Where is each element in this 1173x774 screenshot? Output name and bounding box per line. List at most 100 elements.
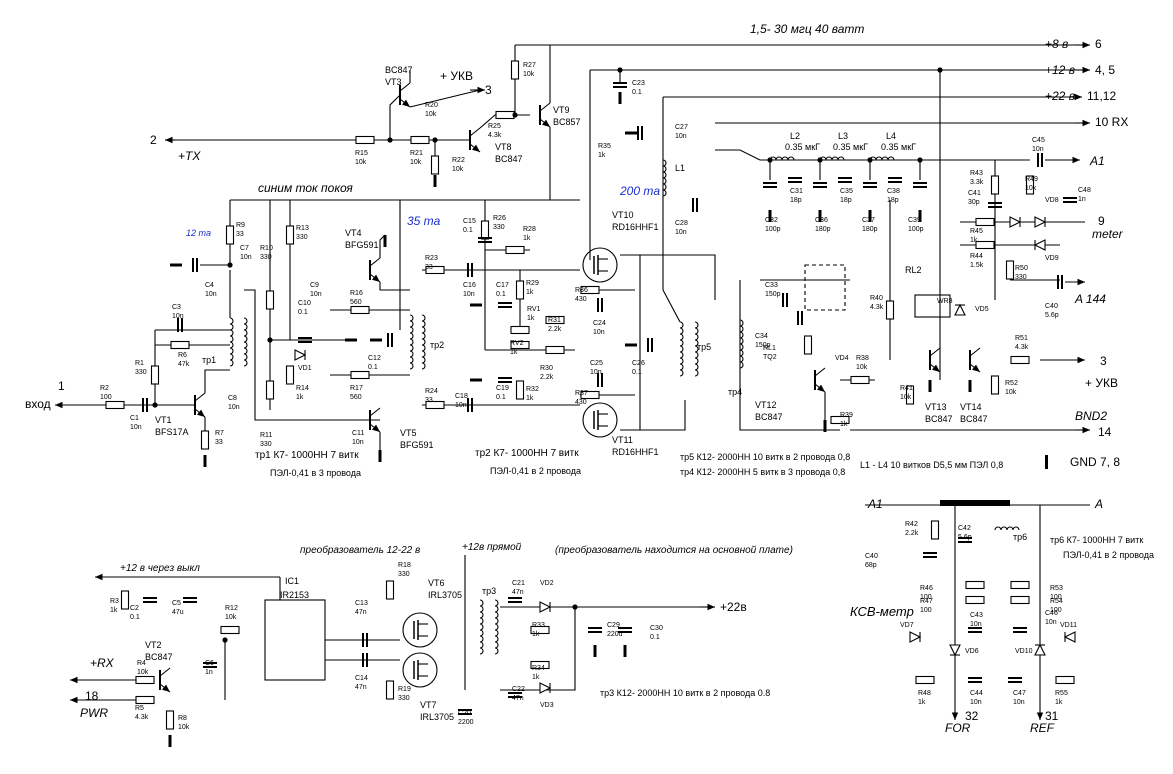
r43 xyxy=(990,175,1000,195)
c3-value: 10n xyxy=(172,313,184,320)
c3-designator: C3 xyxy=(172,304,181,311)
vd1 xyxy=(294,349,307,361)
r49 xyxy=(1025,175,1035,195)
rv2-value: 1k xyxy=(510,349,518,356)
c1-value: 10n xyxy=(130,424,142,431)
ground-symbol xyxy=(823,420,827,432)
c23-value: 0.1 xyxy=(632,89,642,96)
tr6-coil xyxy=(994,526,1020,531)
terminal-label-8v: +8 в xyxy=(1045,37,1069,51)
c41-designator: C41 xyxy=(968,190,981,197)
c36-value: 180p xyxy=(815,226,831,233)
vt14-symbol xyxy=(969,347,981,373)
current-vt45: 35 ma xyxy=(407,214,441,228)
vd10-designator: VD10 xyxy=(1015,648,1033,655)
r45-designator: R45 xyxy=(970,228,983,235)
terminal-label-12v: +12 в xyxy=(1045,63,1075,77)
c46-value: 10n xyxy=(1045,619,1057,626)
r40 xyxy=(885,300,895,320)
r27-value: 10k xyxy=(523,71,535,78)
r28-value: 1k xyxy=(523,235,531,242)
r54 xyxy=(1010,595,1030,605)
vt3-label-1: VT3 xyxy=(385,77,402,87)
c16-designator: C16 xyxy=(463,282,476,289)
c35-value: 18p xyxy=(840,197,852,204)
ground-symbol xyxy=(593,645,597,657)
c17-value: 0.1 xyxy=(496,291,506,298)
r47-designator: R47 xyxy=(920,598,933,605)
c24 xyxy=(597,298,603,312)
r48-value: 1k xyxy=(918,699,926,706)
r50-value: 330 xyxy=(1015,274,1027,281)
c18-designator: C18 xyxy=(455,393,468,400)
vt6-symbol xyxy=(402,612,438,648)
c40b-designator: C40 xyxy=(1045,303,1058,310)
r13-value: 330 xyxy=(296,234,308,241)
r26-value: 330 xyxy=(493,224,505,231)
vt13-symbol xyxy=(929,347,941,373)
junction-dot xyxy=(387,137,393,143)
vt4-label-1: BFG591 xyxy=(345,240,379,250)
c43-value: 10n xyxy=(970,621,982,628)
vt11-drain xyxy=(620,400,686,431)
relay-frame xyxy=(804,264,846,311)
terminal-pin-1112: 11,12 xyxy=(1087,89,1117,103)
c41-value: 30p xyxy=(968,199,980,206)
c12 xyxy=(387,333,393,347)
vt12-label-0: VT12 xyxy=(755,400,777,410)
junction-dot xyxy=(767,157,773,163)
l3-value: 0.35 мкГ xyxy=(833,142,869,152)
tr6-designator: тр6 xyxy=(1013,532,1028,542)
c10-value: 0.1 xyxy=(298,309,308,316)
vt7-label-0: VT7 xyxy=(420,700,437,710)
r29-designator: R29 xyxy=(526,280,539,287)
c42-designator: C42 xyxy=(958,525,971,532)
l4-designator: L4 xyxy=(886,131,897,141)
tr2-designator: тр2 xyxy=(430,340,445,350)
tr3-primary xyxy=(479,599,484,655)
r42 xyxy=(930,520,940,540)
r8 xyxy=(165,710,175,730)
vt2-label-1: BC847 xyxy=(145,652,173,662)
c15-value: 0.1 xyxy=(463,227,473,234)
terminal-pin-2: 2 xyxy=(150,133,157,147)
r52 xyxy=(990,375,1000,395)
r53-designator: R53 xyxy=(1050,585,1063,592)
c17-designator: C17 xyxy=(496,282,509,289)
ground-symbol xyxy=(470,378,482,382)
c25 xyxy=(597,373,603,387)
r31-value: 2.2k xyxy=(548,326,562,333)
note-l: L1 - L4 10 витков D5,5 мм ПЭЛ 0,8 xyxy=(860,460,1004,470)
c44-designator: C44 xyxy=(970,690,983,697)
tr4-path xyxy=(739,280,840,431)
r47 xyxy=(965,595,985,605)
note-direct: +12в прямой xyxy=(462,542,522,553)
rv2 xyxy=(510,340,530,350)
r3-designator: R3 xyxy=(110,598,119,605)
r6-designator: R6 xyxy=(178,352,187,359)
r8-designator: R8 xyxy=(178,715,187,722)
r7 xyxy=(200,430,210,450)
c27 xyxy=(637,126,643,140)
rect-loop xyxy=(500,606,576,691)
vt3-base xyxy=(389,94,401,140)
r15-value: 10k xyxy=(355,159,367,166)
c22-value: 47n xyxy=(512,695,524,702)
vt5-symbol xyxy=(369,407,381,433)
vd3-designator: VD3 xyxy=(540,702,554,709)
vt1-label-0: VT1 xyxy=(155,415,172,425)
vt1-label-1: BFS17A xyxy=(155,427,189,437)
r46 xyxy=(965,580,985,590)
vd5-sym xyxy=(954,303,966,316)
c13-value: 47n xyxy=(355,609,367,616)
r17 xyxy=(350,370,370,380)
c7-designator: C7 xyxy=(240,245,249,252)
c29-value: 220u xyxy=(607,631,623,638)
tr5-secondary xyxy=(694,321,699,377)
r39-value: 1k xyxy=(840,421,848,428)
tr5-designator: тр5 xyxy=(697,342,712,352)
r16-value: 560 xyxy=(350,299,362,306)
r6-value: 47k xyxy=(178,361,190,368)
terminal-pin-9: 9 xyxy=(1098,214,1105,228)
r11 xyxy=(265,380,275,400)
